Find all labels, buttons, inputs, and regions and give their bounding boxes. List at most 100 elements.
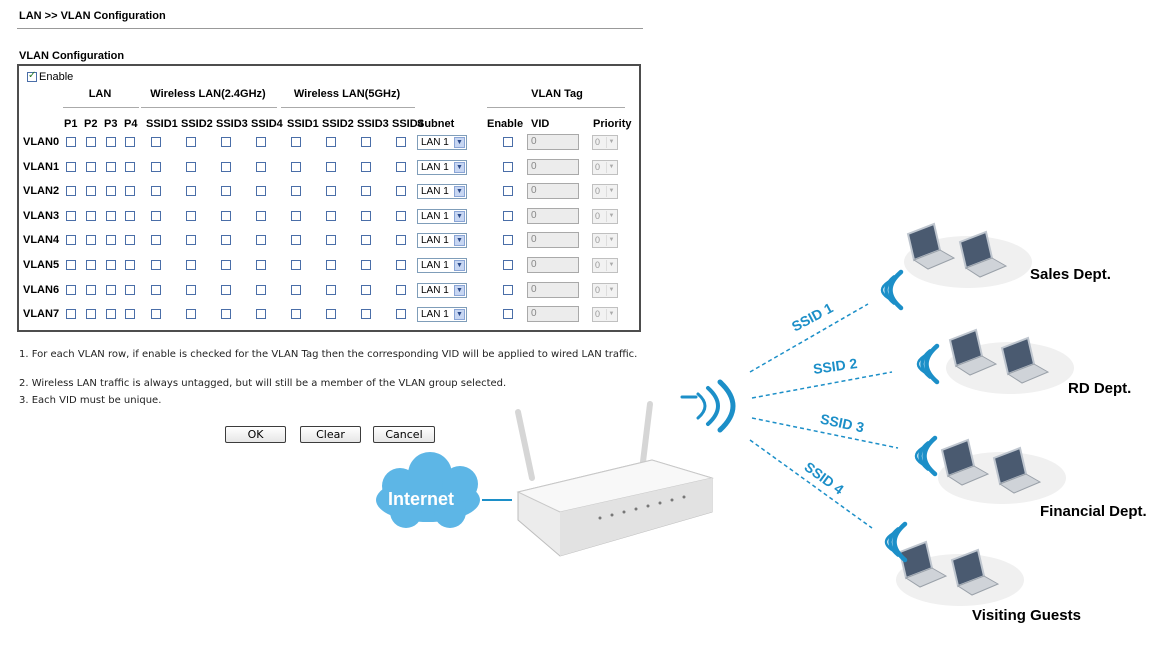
priority-select[interactable]: 0▼: [592, 184, 618, 200]
member-checkbox[interactable]: [221, 137, 231, 147]
member-checkbox[interactable]: [86, 137, 96, 147]
member-checkbox[interactable]: [151, 161, 161, 172]
member-checkbox[interactable]: [256, 210, 266, 221]
member-checkbox[interactable]: [66, 186, 76, 197]
member-checkbox[interactable]: [291, 210, 301, 221]
member-checkbox[interactable]: [186, 284, 196, 295]
member-checkbox[interactable]: [66, 309, 76, 320]
clear-button[interactable]: Clear: [300, 426, 361, 443]
member-checkbox[interactable]: [256, 309, 266, 320]
member-checkbox[interactable]: [326, 210, 336, 221]
member-checkbox[interactable]: [186, 260, 196, 270]
member-checkbox[interactable]: [66, 260, 76, 270]
cancel-button[interactable]: Cancel: [373, 426, 435, 443]
member-checkbox[interactable]: [186, 309, 196, 320]
member-checkbox[interactable]: [151, 309, 161, 320]
priority-select[interactable]: 0▼: [592, 258, 618, 273]
vlan-tag-enable-checkbox[interactable]: [503, 235, 513, 246]
member-checkbox[interactable]: [106, 260, 116, 270]
vid-input[interactable]: 0: [527, 306, 579, 323]
vlan-tag-enable-checkbox[interactable]: [503, 260, 513, 270]
member-checkbox[interactable]: [256, 235, 266, 246]
member-checkbox[interactable]: [326, 137, 336, 147]
priority-select[interactable]: 0▼: [592, 135, 618, 150]
member-checkbox[interactable]: [326, 161, 336, 172]
member-checkbox[interactable]: [125, 309, 135, 320]
member-checkbox[interactable]: [86, 284, 96, 295]
member-checkbox[interactable]: [396, 284, 406, 295]
member-checkbox[interactable]: [221, 186, 231, 197]
member-checkbox[interactable]: [361, 137, 371, 147]
member-checkbox[interactable]: [125, 161, 135, 172]
member-checkbox[interactable]: [151, 210, 161, 221]
member-checkbox[interactable]: [396, 137, 406, 147]
member-checkbox[interactable]: [221, 210, 231, 221]
member-checkbox[interactable]: [221, 161, 231, 172]
member-checkbox[interactable]: [151, 137, 161, 147]
member-checkbox[interactable]: [186, 186, 196, 197]
member-checkbox[interactable]: [86, 309, 96, 320]
member-checkbox[interactable]: [86, 210, 96, 221]
member-checkbox[interactable]: [186, 210, 196, 221]
member-checkbox[interactable]: [186, 137, 196, 147]
subnet-select[interactable]: LAN 1▼: [417, 282, 467, 298]
vid-input[interactable]: 0: [527, 257, 579, 273]
member-checkbox[interactable]: [326, 186, 336, 197]
member-checkbox[interactable]: [361, 161, 371, 172]
member-checkbox[interactable]: [151, 284, 161, 295]
vid-input[interactable]: 0: [527, 158, 579, 175]
member-checkbox[interactable]: [396, 260, 406, 270]
member-checkbox[interactable]: [125, 210, 135, 221]
member-checkbox[interactable]: [66, 161, 76, 172]
member-checkbox[interactable]: [86, 235, 96, 246]
member-checkbox[interactable]: [106, 137, 116, 147]
member-checkbox[interactable]: [291, 235, 301, 246]
member-checkbox[interactable]: [106, 309, 116, 320]
member-checkbox[interactable]: [361, 186, 371, 197]
member-checkbox[interactable]: [291, 309, 301, 320]
member-checkbox[interactable]: [125, 186, 135, 197]
vid-input[interactable]: 0: [527, 207, 579, 224]
member-checkbox[interactable]: [256, 186, 266, 197]
member-checkbox[interactable]: [326, 260, 336, 270]
vid-input[interactable]: 0: [527, 134, 579, 150]
member-checkbox[interactable]: [86, 161, 96, 172]
member-checkbox[interactable]: [326, 309, 336, 320]
member-checkbox[interactable]: [186, 161, 196, 172]
enable-checkbox[interactable]: [27, 70, 37, 82]
priority-select[interactable]: 0▼: [592, 233, 618, 249]
vlan-tag-enable-checkbox[interactable]: [503, 137, 513, 147]
member-checkbox[interactable]: [291, 260, 301, 270]
member-checkbox[interactable]: [151, 260, 161, 270]
vid-input[interactable]: 0: [527, 232, 579, 249]
member-checkbox[interactable]: [396, 161, 406, 172]
member-checkbox[interactable]: [256, 284, 266, 295]
vid-input[interactable]: 0: [527, 281, 579, 298]
member-checkbox[interactable]: [291, 284, 301, 295]
member-checkbox[interactable]: [66, 284, 76, 295]
subnet-select[interactable]: LAN 1▼: [417, 135, 467, 150]
member-checkbox[interactable]: [291, 161, 301, 172]
member-checkbox[interactable]: [66, 235, 76, 246]
member-checkbox[interactable]: [186, 235, 196, 246]
priority-select[interactable]: 0▼: [592, 159, 618, 175]
member-checkbox[interactable]: [221, 309, 231, 320]
member-checkbox[interactable]: [125, 260, 135, 270]
member-checkbox[interactable]: [221, 284, 231, 295]
vlan-tag-enable-checkbox[interactable]: [503, 186, 513, 197]
member-checkbox[interactable]: [125, 235, 135, 246]
vid-input[interactable]: 0: [527, 183, 579, 200]
member-checkbox[interactable]: [291, 137, 301, 147]
vlan-tag-enable-checkbox[interactable]: [503, 309, 513, 320]
priority-select[interactable]: 0▼: [592, 282, 618, 298]
member-checkbox[interactable]: [221, 235, 231, 246]
subnet-select[interactable]: LAN 1▼: [417, 307, 467, 323]
member-checkbox[interactable]: [86, 186, 96, 197]
member-checkbox[interactable]: [125, 284, 135, 295]
member-checkbox[interactable]: [256, 137, 266, 147]
member-checkbox[interactable]: [106, 210, 116, 221]
subnet-select[interactable]: LAN 1▼: [417, 159, 467, 175]
member-checkbox[interactable]: [396, 186, 406, 197]
subnet-select[interactable]: LAN 1▼: [417, 208, 467, 224]
subnet-select[interactable]: LAN 1▼: [417, 233, 467, 249]
